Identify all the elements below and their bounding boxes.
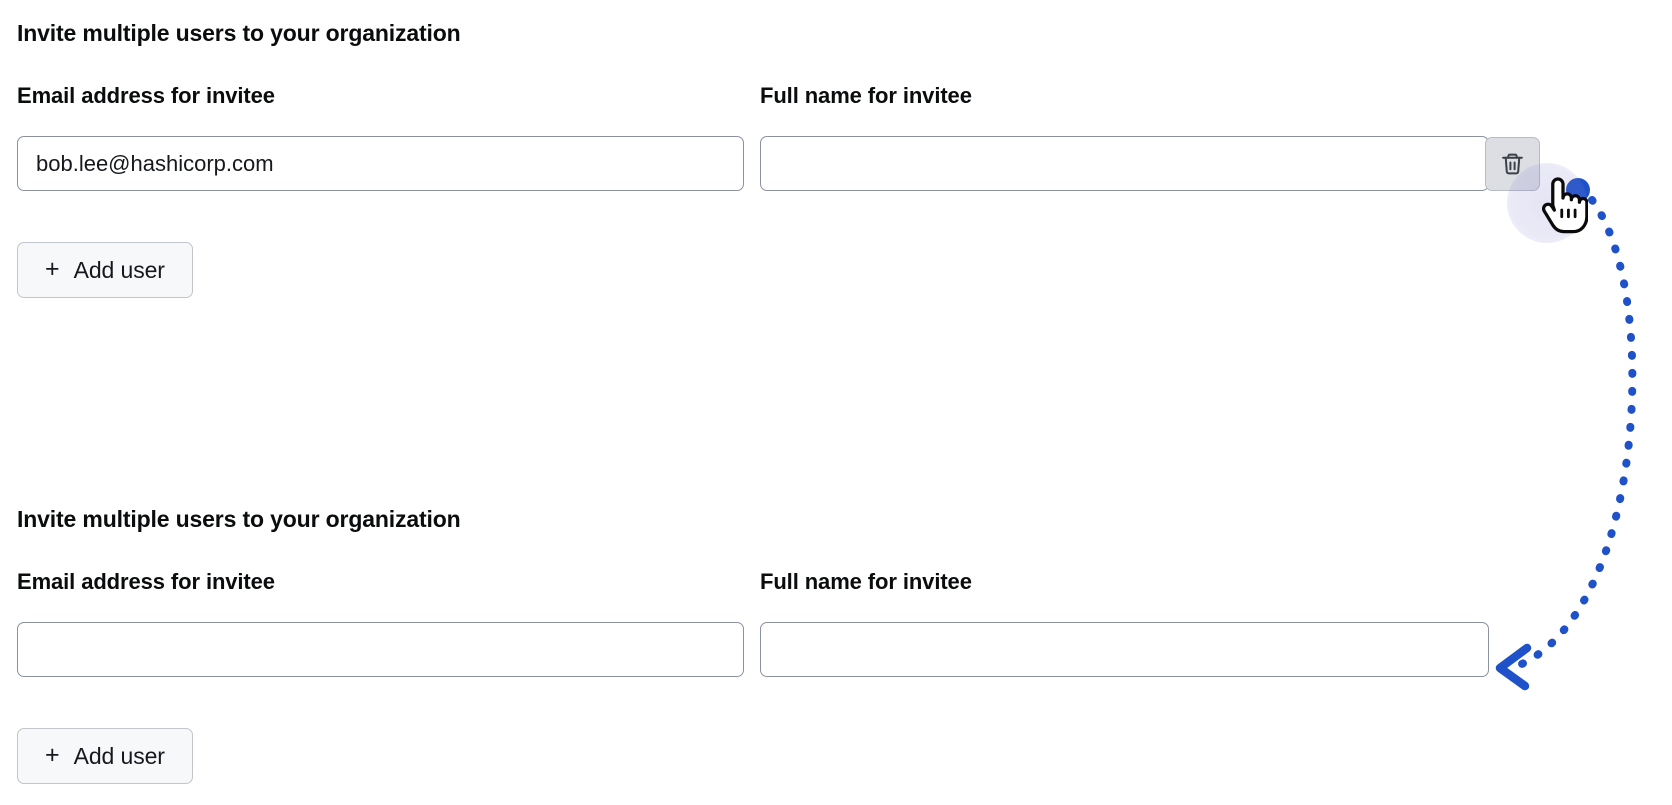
email-input-2[interactable] <box>17 622 744 677</box>
email-input[interactable] <box>17 136 744 191</box>
plus-icon: + <box>45 254 60 283</box>
fullname-field-label-2: Full name for invitee <box>760 569 972 594</box>
add-user-button[interactable]: + Add user <box>17 242 193 298</box>
add-user-label: Add user <box>73 256 165 283</box>
pointing-hand-cursor <box>1538 174 1589 241</box>
fullname-input[interactable] <box>760 136 1489 191</box>
fullname-input-2[interactable] <box>760 622 1489 677</box>
delete-invitee-button[interactable] <box>1485 137 1540 191</box>
annotation-dotted-path <box>1508 196 1637 672</box>
add-user-button-2[interactable]: + Add user <box>17 728 193 784</box>
page-title-2: Invite multiple users to your organizati… <box>17 506 461 532</box>
email-field-label: Email address for invitee <box>17 83 275 108</box>
annotation-start-dot <box>1566 178 1590 202</box>
add-user-label-2: Add user <box>73 742 165 769</box>
plus-icon-2: + <box>45 740 60 769</box>
email-field-label-2: Email address for invitee <box>17 569 275 594</box>
trash-icon <box>1500 151 1525 177</box>
annotation-arrowhead <box>1495 643 1532 691</box>
fullname-field-label: Full name for invitee <box>760 83 972 108</box>
page-title: Invite multiple users to your organizati… <box>17 20 461 46</box>
